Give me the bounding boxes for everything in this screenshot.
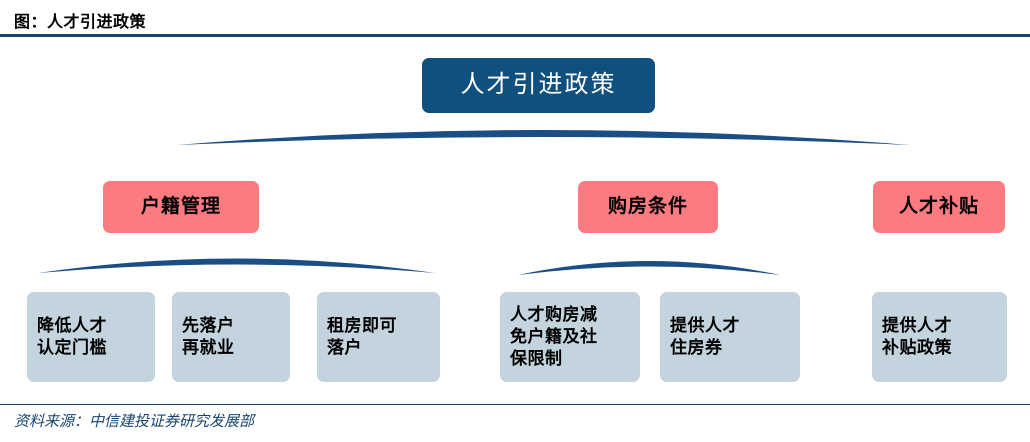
- figure-title: 图：人才引进政策: [14, 14, 147, 31]
- leaf-line-1: 提供人才: [882, 316, 952, 336]
- leaf-line-1: 提供人才: [670, 316, 740, 336]
- node-category-household-label: 户籍管理: [140, 195, 221, 217]
- leaf-subsidy-policy-text: 提供人才 补贴政策: [882, 315, 997, 359]
- connector-arc-root: [177, 130, 910, 145]
- leaf-rent-to-settle-text: 租房即可 落户: [327, 315, 430, 359]
- leaf-line-1: 先落户: [182, 316, 235, 336]
- leaf-lower-talent-threshold[interactable]: 降低人才 认定门槛: [27, 292, 155, 382]
- leaf-lower-talent-threshold-text: 降低人才 认定门槛: [37, 315, 145, 359]
- connector-arcs: [38, 130, 910, 275]
- node-category-subsidy-label: 人才补贴: [898, 195, 979, 217]
- leaf-line-2: 认定门槛: [37, 338, 107, 357]
- leaf-purchase-exemption-text: 人才购房减 免户籍及社 保限制: [510, 304, 630, 369]
- leaf-settle-first-then-work-text: 先落户 再就业: [182, 315, 280, 359]
- leaf-settle-first-then-work[interactable]: 先落户 再就业: [172, 292, 290, 382]
- leaf-line-3: 保限制: [510, 348, 563, 368]
- node-category-housing[interactable]: 购房条件: [578, 181, 718, 233]
- source-note: 资料来源：中信建投证券研究发展部: [14, 414, 255, 430]
- connector-arc-hukou: [38, 258, 435, 273]
- node-root-label: 人才引进政策: [460, 71, 617, 99]
- leaf-line-2: 免户籍及社: [510, 327, 598, 347]
- leaf-housing-voucher-text: 提供人才 住房券: [670, 315, 790, 359]
- title-divider: [0, 34, 1030, 37]
- footer-divider: [0, 404, 1030, 405]
- node-category-housing-label: 购房条件: [607, 195, 688, 217]
- connector-arc-goufang: [518, 261, 780, 275]
- diagram-canvas: 人才引进政策 户籍管理 购房条件 人才补贴 降低人才 认定门槛 先落户 再就业: [0, 37, 1030, 403]
- node-category-subsidy[interactable]: 人才补贴: [873, 181, 1005, 233]
- node-root-talent-policy[interactable]: 人才引进政策: [422, 58, 655, 113]
- leaf-rent-to-settle[interactable]: 租房即可 落户: [317, 292, 440, 382]
- leaf-line-2: 再就业: [182, 338, 235, 357]
- leaf-line-2: 落户: [327, 338, 362, 357]
- leaf-line-2: 补贴政策: [882, 338, 952, 357]
- leaf-subsidy-policy[interactable]: 提供人才 补贴政策: [872, 292, 1007, 382]
- leaf-line-1: 租房即可: [327, 316, 397, 336]
- leaf-line-1: 降低人才: [37, 316, 107, 336]
- node-category-household[interactable]: 户籍管理: [103, 181, 259, 233]
- leaf-purchase-exemption[interactable]: 人才购房减 免户籍及社 保限制: [500, 292, 640, 382]
- leaf-housing-voucher[interactable]: 提供人才 住房券: [660, 292, 800, 382]
- leaf-line-2: 住房券: [670, 338, 723, 357]
- leaf-line-1: 人才购房减: [510, 305, 598, 325]
